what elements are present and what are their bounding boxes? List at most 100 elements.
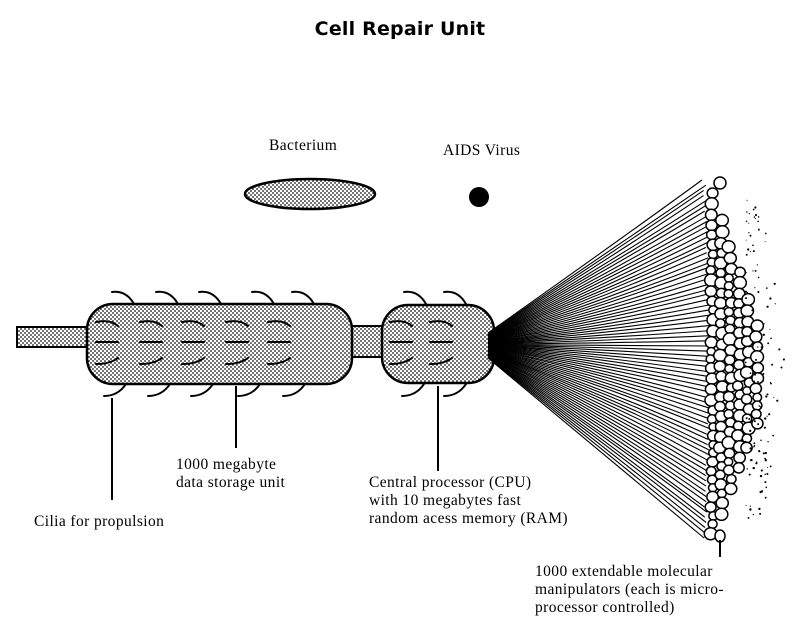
manipulator-fiber [487, 252, 707, 339]
speckle-dot [753, 420, 756, 423]
speckle-dot [780, 366, 783, 369]
cilium [403, 290, 427, 305]
speckle-dot [772, 434, 775, 437]
manipulator-fiber [487, 329, 713, 345]
manipulator-fiber [487, 288, 711, 342]
manipulator-tip [732, 461, 745, 474]
manipulator-fiber [487, 353, 707, 477]
speckle-dot [764, 473, 766, 476]
manipulator-tip [739, 365, 754, 380]
manipulator-tip [749, 382, 763, 395]
speckle-dot [757, 290, 760, 294]
manipulator-fiber [487, 314, 711, 343]
manipulator-fiber [487, 349, 710, 420]
manipulator-tip [704, 501, 717, 513]
manipulator-tip [707, 249, 719, 260]
speckle-dot [746, 468, 748, 470]
speckle-dot [749, 459, 752, 462]
cilium [291, 290, 315, 305]
speckle-dot [751, 309, 754, 312]
cilium [237, 383, 261, 397]
speckle-dot [745, 504, 747, 507]
manipulator-tip [740, 441, 753, 454]
manipulator-fiber [487, 283, 711, 341]
manipulator-tip [732, 275, 748, 290]
manipulator-fiber [487, 347, 709, 399]
speckle-dot [766, 472, 769, 476]
speckle-dot [753, 445, 756, 447]
speckle-dot [765, 395, 768, 398]
manipulator-tip [713, 360, 727, 373]
aids-virus-shape [469, 187, 489, 207]
speckle-dot [752, 250, 755, 253]
speckle-dot [757, 220, 759, 223]
manipulators-label-line: manipulators (each is micro- [535, 581, 724, 598]
speckle-dot [754, 206, 757, 209]
cpu-label-line: Central processor (CPU) [369, 474, 532, 491]
speckle-dot [766, 305, 769, 308]
manipulator-fiber [487, 356, 706, 529]
manipulator-fiber [487, 262, 709, 340]
cilia [95, 290, 467, 397]
cilium [225, 357, 249, 365]
manipulator-tip [740, 393, 753, 405]
speckle-dot [764, 241, 766, 243]
manipulator-fiber [487, 241, 709, 338]
speckle-dot [748, 418, 751, 420]
speckle-dot [757, 276, 760, 279]
speckle-dot [748, 345, 751, 348]
speckle-dot [759, 490, 762, 494]
speckle-dot [746, 211, 748, 213]
manipulator-tip [724, 482, 738, 496]
manipulator-tip [706, 187, 719, 199]
manipulator-tip [704, 383, 718, 396]
manipulator-fiber [487, 210, 705, 336]
speckle-dot [749, 505, 751, 507]
manipulator-tip [750, 408, 762, 420]
speckle-dot [769, 382, 772, 384]
cilium [389, 357, 413, 365]
manipulator-fiber [487, 184, 707, 334]
speckle-dot [753, 442, 756, 445]
speckle-dot [745, 253, 748, 256]
speckle-dot [770, 337, 772, 340]
storage-unit-body [85, 302, 354, 386]
manipulator-fiber [487, 353, 707, 487]
speckle-dot [754, 214, 758, 217]
speckle-dot [767, 441, 769, 443]
storage-label-line: data storage unit [176, 474, 286, 491]
speckle-dot [754, 374, 756, 376]
speckle-dot [764, 417, 767, 420]
speckle-dot [748, 232, 750, 234]
manipulator-fiber [487, 348, 711, 409]
speckle-dot [771, 363, 774, 366]
cilium [111, 290, 135, 305]
manipulator-tip [733, 451, 747, 464]
manipulator-fiber [487, 335, 711, 345]
manipulator-tip [723, 306, 735, 318]
speckle-dot [776, 399, 779, 402]
cilium [181, 357, 205, 365]
cilia-label: Cilia for propulsion [34, 513, 165, 530]
speckle-dot [755, 462, 758, 465]
bacterium-label: Bacterium [269, 137, 338, 154]
manipulator-fiber [487, 350, 708, 435]
speckle-dot [759, 406, 762, 408]
manipulator-tip [741, 292, 756, 307]
bacterium-shape [243, 177, 377, 211]
manipulator-fiber [487, 345, 712, 368]
speckle-dot [773, 396, 775, 398]
manipulator-fiber [487, 278, 709, 341]
speckle-dot [755, 358, 757, 361]
manipulator-fiber [487, 354, 706, 492]
speckle-dot [754, 218, 756, 220]
cilium [267, 320, 291, 327]
speckle-dot [752, 244, 754, 247]
speckle-dot [752, 466, 755, 470]
manipulator-tip [715, 267, 727, 279]
cilium [95, 357, 119, 365]
speckle-dot [782, 358, 785, 361]
manipulator-fiber [487, 345, 712, 363]
manipulator-fiber [487, 298, 710, 342]
speckle-dot [757, 380, 759, 383]
